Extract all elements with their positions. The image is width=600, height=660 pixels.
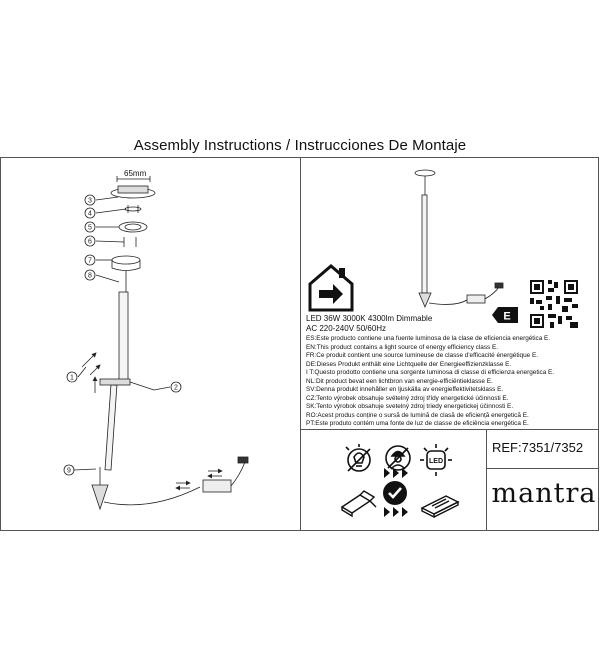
energy-statement: FR:Ce produit contient une source lumine…	[306, 352, 539, 359]
plug-driver-icon	[340, 490, 377, 518]
callout-6: 6	[88, 239, 92, 246]
checkmark-icon	[383, 481, 407, 505]
divider-vertical	[300, 157, 301, 531]
assembly-drawing: 3 4 5 6 7 8 1 2 9	[63, 176, 249, 511]
play-arrows-icon	[384, 468, 408, 478]
driver-box-icon	[420, 495, 460, 519]
divider-horizontal	[300, 429, 599, 430]
page-title: Assembly Instructions / Instrucciones De…	[133, 137, 467, 154]
energy-statement: I T:Questo prodotto contiene una sorgent…	[306, 369, 555, 376]
divider-brand	[486, 468, 599, 469]
fixture-overview-drawing	[414, 169, 504, 309]
spec-voltage: AC 220-240V 50/60Hz	[306, 323, 387, 333]
energy-statement: NL:Dit product bevat een lichtbron van e…	[306, 377, 493, 385]
reference-number: REF:7351/7352	[492, 440, 584, 455]
callout-2: 2	[174, 385, 178, 392]
house-outline-icon	[308, 264, 354, 312]
brand-logo: mantra	[491, 478, 597, 509]
energy-statement: SK:Tento výrobok obsahuje svetelný zdroj…	[306, 403, 514, 410]
spec-block: LED 36W 3000K 4300lm Dimmable AC 220-240…	[306, 314, 432, 333]
qr-code-icon	[530, 280, 578, 328]
energy-statements: ES:Este producto contiene una fuente lum…	[306, 335, 596, 429]
led-integrated-icon: LED	[420, 444, 452, 476]
callout-3: 3	[88, 198, 92, 205]
energy-arrow-icon: E	[492, 307, 518, 323]
energy-class-label: E	[503, 311, 510, 323]
callout-4: 4	[88, 211, 92, 218]
worker-icon	[385, 445, 411, 471]
divider-ref	[486, 429, 487, 531]
energy-statement: RO:Acest produs conține o sursă de lumin…	[306, 411, 529, 419]
spec-power: LED 36W 3000K 4300lm Dimmable	[306, 314, 433, 323]
callout-9: 9	[67, 468, 71, 475]
callout-7: 7	[88, 258, 92, 265]
energy-statement: EN:This product contains a light source …	[306, 343, 499, 351]
dimension-label: 65mm	[124, 169, 147, 178]
energy-statement: DE:Dieses Produkt enthält eine Lichtquel…	[306, 360, 512, 368]
energy-statement: ES:Este producto contiene una fuente lum…	[306, 335, 551, 342]
play-arrows-icon	[384, 507, 408, 517]
energy-statement: PT:Este produto contém uma fonte de luz …	[306, 420, 529, 427]
no-replace-bulb-icon	[345, 444, 371, 472]
callout-5: 5	[88, 225, 92, 232]
energy-statement: SV:Denna produkt innehåller en ljuskälla…	[306, 386, 504, 393]
callout-1: 1	[70, 375, 74, 382]
instruction-frame	[0, 157, 599, 531]
led-badge-label: LED	[429, 458, 443, 465]
callout-8: 8	[88, 273, 92, 280]
energy-statement: CZ:Tento výrobek obsahuje světelný zdroj…	[306, 394, 509, 402]
